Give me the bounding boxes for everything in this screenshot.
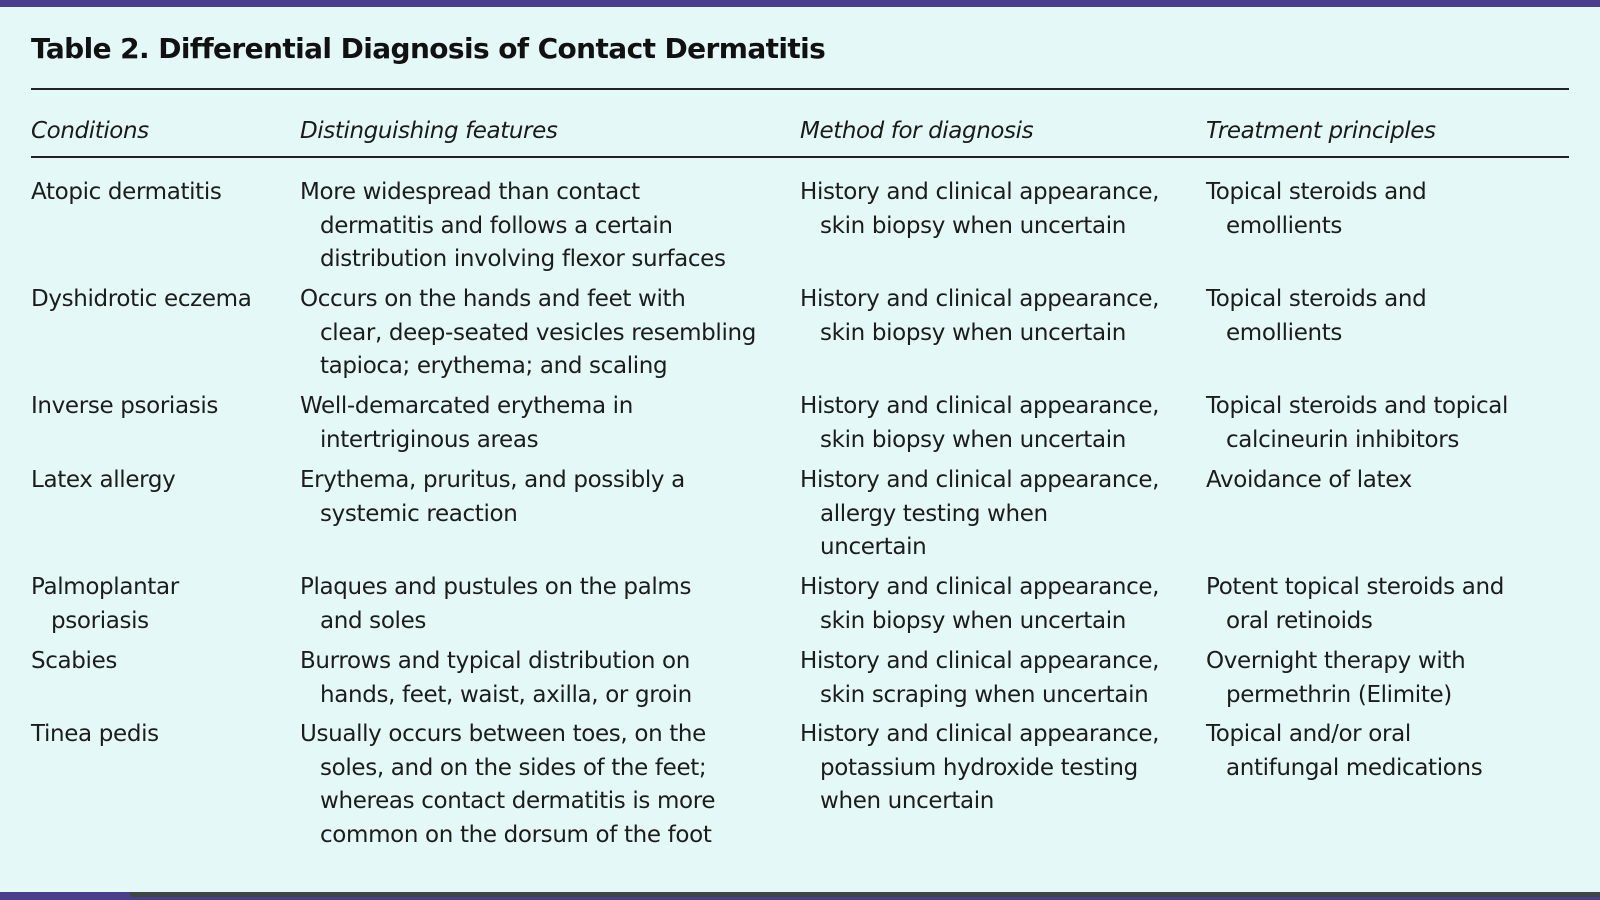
cell-condition: Scabies xyxy=(31,645,117,679)
cell-line: History and clinical appearance, xyxy=(800,574,1160,600)
cell-line: skin biopsy when uncertain xyxy=(820,607,1126,634)
cell-line: emollients xyxy=(1226,212,1343,239)
cell-line: History and clinical appearance, xyxy=(800,393,1160,419)
cell-line: Topical and/or oral xyxy=(1206,721,1411,747)
header-method-for-diagnosis: Method for diagnosis xyxy=(800,118,1034,144)
cell-method-for-diagnosis: History and clinical appearance, skin bio… xyxy=(800,390,1159,457)
cell-line: Well-demarcated erythema in xyxy=(300,393,633,419)
cell-line: whereas contact dermatitis is more xyxy=(320,788,716,814)
cell-line: skin scraping when uncertain xyxy=(820,681,1149,708)
cell-line: allergy testing when xyxy=(820,500,1048,527)
cell-line: History and clinical appearance, xyxy=(800,467,1160,493)
cell-line: permethrin (Elimite) xyxy=(1226,681,1452,708)
cell-line: Atopic dermatitis xyxy=(31,179,222,205)
cell-line: History and clinical appearance, xyxy=(800,179,1160,205)
bottom-border-bar xyxy=(0,892,1600,900)
header-rule xyxy=(31,156,1569,158)
cell-line: psoriasis xyxy=(51,607,149,634)
cell-line: Inverse psoriasis xyxy=(31,393,219,419)
cell-distinguishing-features: Plaques and pustules on the palms and sol… xyxy=(300,571,691,638)
cell-line: Plaques and pustules on the palms xyxy=(300,574,692,600)
cell-treatment-principles: Potent topical steroids and oral retinoid… xyxy=(1206,571,1504,638)
cell-line: soles, and on the sides of the feet; xyxy=(320,754,707,781)
cell-line: oral retinoids xyxy=(1226,607,1373,634)
header-conditions: Conditions xyxy=(31,118,149,144)
cell-method-for-diagnosis: History and clinical appearance, skin bio… xyxy=(800,283,1159,350)
cell-line: Topical steroids and xyxy=(1206,286,1427,312)
cell-line: hands, feet, waist, axilla, or groin xyxy=(320,681,692,708)
cell-distinguishing-features: Occurs on the hands and feet with clear, … xyxy=(300,283,756,384)
cell-treatment-principles: Topical steroids and topical calcineurin … xyxy=(1206,390,1508,457)
cell-line: History and clinical appearance, xyxy=(800,648,1160,674)
cell-line: distribution involving flexor surfaces xyxy=(320,246,726,272)
cell-line: skin biopsy when uncertain xyxy=(820,426,1126,453)
cell-condition: Inverse psoriasis xyxy=(31,390,218,424)
cell-line: Topical steroids and topical xyxy=(1206,393,1509,419)
cell-line: Occurs on the hands and feet with xyxy=(300,286,686,312)
cell-condition: Dyshidrotic eczema xyxy=(31,283,252,317)
cell-method-for-diagnosis: History and clinical appearance, potassiu… xyxy=(800,718,1159,819)
cell-line: skin biopsy when uncertain xyxy=(820,212,1126,239)
cell-line: potassium hydroxide testing xyxy=(820,754,1138,781)
cell-line: Latex allergy xyxy=(31,467,176,493)
cell-line: skin biopsy when uncertain xyxy=(820,319,1126,346)
cell-line: dermatitis and follows a certain xyxy=(320,212,673,239)
cell-line: Usually occurs between toes, on the xyxy=(300,721,706,747)
cell-line: Dyshidrotic eczema xyxy=(31,286,252,312)
bottom-bar-accent xyxy=(0,892,130,900)
cell-line: Overnight therapy with xyxy=(1206,648,1466,674)
cell-line: clear, deep-seated vesicles resembling xyxy=(320,319,756,346)
cell-line: and soles xyxy=(320,607,427,634)
cell-line: common on the dorsum of the foot xyxy=(320,821,712,848)
cell-distinguishing-features: Usually occurs between toes, on the soles… xyxy=(300,718,716,852)
cell-condition: Palmoplantar psoriasis xyxy=(31,571,179,638)
cell-line: emollients xyxy=(1226,319,1343,346)
title-rule xyxy=(31,88,1569,90)
cell-line: Potent topical steroids and xyxy=(1206,574,1504,600)
cell-line: Burrows and typical distribution on xyxy=(300,648,690,674)
cell-method-for-diagnosis: History and clinical appearance, allergy … xyxy=(800,464,1159,565)
cell-condition: Tinea pedis xyxy=(31,718,159,752)
cell-line: Tinea pedis xyxy=(31,721,159,747)
cell-line: History and clinical appearance, xyxy=(800,721,1160,747)
cell-line: Scabies xyxy=(31,648,118,674)
cell-line: antifungal medications xyxy=(1226,754,1483,781)
table-title: Table 2. Differential Diagnosis of Conta… xyxy=(31,32,826,65)
top-border-bar xyxy=(0,0,1600,7)
cell-line: Palmoplantar xyxy=(31,574,179,600)
cell-treatment-principles: Overnight therapy with permethrin (Elimit… xyxy=(1206,645,1466,712)
cell-line: History and clinical appearance, xyxy=(800,286,1160,312)
cell-condition: Atopic dermatitis xyxy=(31,176,222,210)
cell-method-for-diagnosis: History and clinical appearance, skin bio… xyxy=(800,176,1159,243)
cell-line: calcineurin inhibitors xyxy=(1226,426,1459,453)
cell-treatment-principles: Topical and/or oral antifungal medication… xyxy=(1206,718,1483,785)
cell-method-for-diagnosis: History and clinical appearance, skin bio… xyxy=(800,571,1159,638)
cell-line: intertriginous areas xyxy=(320,426,539,453)
cell-condition: Latex allergy xyxy=(31,464,176,498)
cell-line: tapioca; erythema; and scaling xyxy=(320,353,668,379)
cell-distinguishing-features: Well-demarcated erythema in intertriginou… xyxy=(300,390,633,457)
cell-line: Topical steroids and xyxy=(1206,179,1427,205)
cell-line: Erythema, pruritus, and possibly a xyxy=(300,467,685,493)
cell-treatment-principles: Topical steroids and emollients xyxy=(1206,176,1427,243)
cell-distinguishing-features: More widespread than contact dermatitis a… xyxy=(300,176,726,277)
cell-distinguishing-features: Erythema, pruritus, and possibly a system… xyxy=(300,464,685,531)
cell-treatment-principles: Topical steroids and emollients xyxy=(1206,283,1427,350)
header-treatment-principles: Treatment principles xyxy=(1206,118,1436,144)
cell-distinguishing-features: Burrows and typical distribution on hands… xyxy=(300,645,692,712)
cell-line: More widespread than contact xyxy=(300,179,640,205)
cell-line: uncertain xyxy=(820,534,927,560)
header-distinguishing-features: Distinguishing features xyxy=(300,118,558,144)
cell-method-for-diagnosis: History and clinical appearance, skin scr… xyxy=(800,645,1159,712)
cell-line: when uncertain xyxy=(820,788,995,814)
cell-line: Avoidance of latex xyxy=(1206,467,1412,493)
cell-treatment-principles: Avoidance of latex xyxy=(1206,464,1412,498)
cell-line: systemic reaction xyxy=(320,500,518,527)
